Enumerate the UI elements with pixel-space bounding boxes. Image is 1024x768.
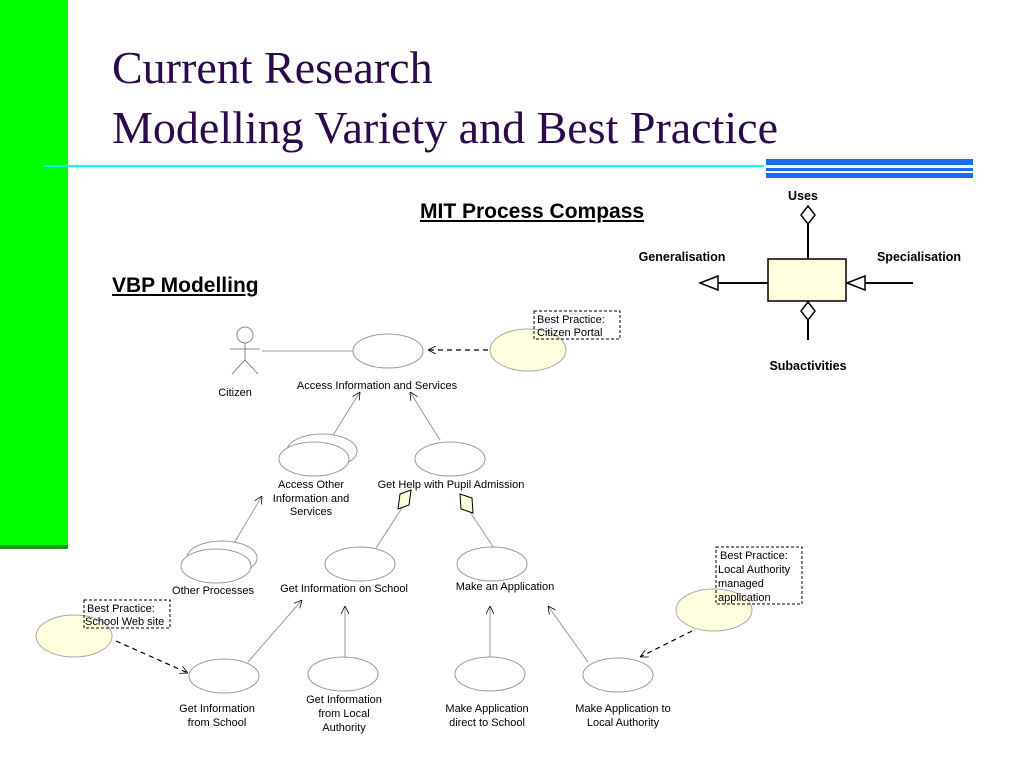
best-practice-arrow xyxy=(115,640,188,673)
subactivity-diamond xyxy=(397,489,412,510)
title-line-1: Current Research xyxy=(112,42,433,93)
vbp-heading: VBP Modelling xyxy=(112,274,259,297)
generalisation-arrowhead xyxy=(697,274,719,292)
citizen-actor xyxy=(230,326,260,375)
label-get-help: Get Help with Pupil Admission xyxy=(378,479,525,491)
label-app-to-la-2: Local Authority xyxy=(587,717,660,729)
uses-diamond xyxy=(800,204,816,226)
note-school-web xyxy=(83,599,171,629)
subactivity-line xyxy=(375,507,403,549)
title-accent-bar xyxy=(766,159,973,165)
label-info-from-la-2: from Local xyxy=(318,708,369,720)
compass-specialisation-label: Specialisation xyxy=(877,250,961,264)
mit-heading: MIT Process Compass xyxy=(420,200,645,223)
title-underline xyxy=(44,165,764,167)
title-line-2: Modelling Variety and Best Practice xyxy=(112,102,778,153)
label-other-processes: Other Processes xyxy=(172,585,254,597)
label-access-info: Access Information and Services xyxy=(297,380,458,392)
note-la-managed-line-1: Best Practice: xyxy=(720,550,788,562)
label-app-to-la-1: Make Application to xyxy=(575,703,670,715)
generalisation-arrow xyxy=(229,496,262,551)
use-case-info-from-la xyxy=(307,656,379,692)
generalisation-links xyxy=(229,392,589,663)
use-case-get-info-school xyxy=(324,546,396,582)
label-access-other-1: Access Other xyxy=(278,479,344,491)
note-la-managed-line-3: managed xyxy=(718,578,764,590)
best-practice-shapes xyxy=(35,328,753,658)
label-app-direct-school-1: Make Application xyxy=(445,703,528,715)
use-case-app-to-la xyxy=(582,657,654,693)
generalisation-arrow xyxy=(247,600,302,663)
note-school-web-line-2: School Web site xyxy=(85,616,164,628)
best-practice-school-web-ellipse xyxy=(35,614,113,658)
subactivity-diamond xyxy=(459,493,474,514)
specialisation-arrowhead xyxy=(844,274,866,292)
label-app-direct-school-2: direct to School xyxy=(449,717,525,729)
subactivities-diamond xyxy=(800,300,816,322)
use-case-info-from-school xyxy=(188,658,260,694)
label-info-from-la-3: Authority xyxy=(322,722,366,734)
note-school-web-line-1: Best Practice: xyxy=(87,603,155,615)
label-make-application: Make an Application xyxy=(456,581,554,593)
best-practice-links xyxy=(115,350,693,673)
use-cases xyxy=(180,333,654,694)
label-info-from-school-2: from School xyxy=(188,717,247,729)
generalisation-arrow xyxy=(410,392,441,441)
compass-subactivities-label: Subactivities xyxy=(769,359,846,373)
generalisation-arrow xyxy=(329,392,360,441)
best-practice-arrow xyxy=(640,630,693,658)
use-case-get-help xyxy=(414,441,486,477)
note-la-managed xyxy=(715,546,803,605)
use-case-other-processes xyxy=(180,548,252,584)
note-citizen-portal-line-1: Best Practice: xyxy=(537,314,605,326)
use-case-app-direct-school xyxy=(454,656,526,692)
label-access-other-2: Information and xyxy=(273,493,349,505)
note-citizen-portal-line-2: Citizen Portal xyxy=(537,327,602,339)
label-access-other-3: Services xyxy=(290,506,333,518)
generalisation-arrow xyxy=(548,606,589,663)
note-la-managed-line-2: Local Authority xyxy=(718,564,791,576)
green-sidebar xyxy=(0,0,68,545)
sidebar-shadow xyxy=(0,545,68,549)
compass-uses-label: Uses xyxy=(788,189,818,203)
best-practice-la-managed-ellipse xyxy=(675,588,753,632)
use-case-access-other xyxy=(278,441,350,477)
subactivity-line xyxy=(469,511,495,549)
process-compass: Uses Generalisation Specialisation Subac… xyxy=(639,189,961,373)
use-case-access-info xyxy=(352,333,424,369)
best-practice-notes xyxy=(83,310,803,629)
label-info-from-la-1: Get Information xyxy=(306,694,382,706)
citizen-label: Citizen xyxy=(218,387,252,399)
subactivity-links xyxy=(375,507,495,549)
label-get-info-school: Get Information on School xyxy=(280,583,408,595)
title-accent-bar xyxy=(766,173,973,178)
label-info-from-school-1: Get Information xyxy=(179,703,255,715)
compass-generalisation-label: Generalisation xyxy=(639,250,726,264)
compass-activity-box xyxy=(767,258,847,302)
use-case-make-application xyxy=(456,546,528,582)
note-citizen-portal xyxy=(533,310,621,340)
note-la-managed-line-4: application xyxy=(718,592,771,604)
title-accent-bar xyxy=(766,168,973,171)
slide-title: Current Research Modelling Variety and B… xyxy=(112,38,778,158)
